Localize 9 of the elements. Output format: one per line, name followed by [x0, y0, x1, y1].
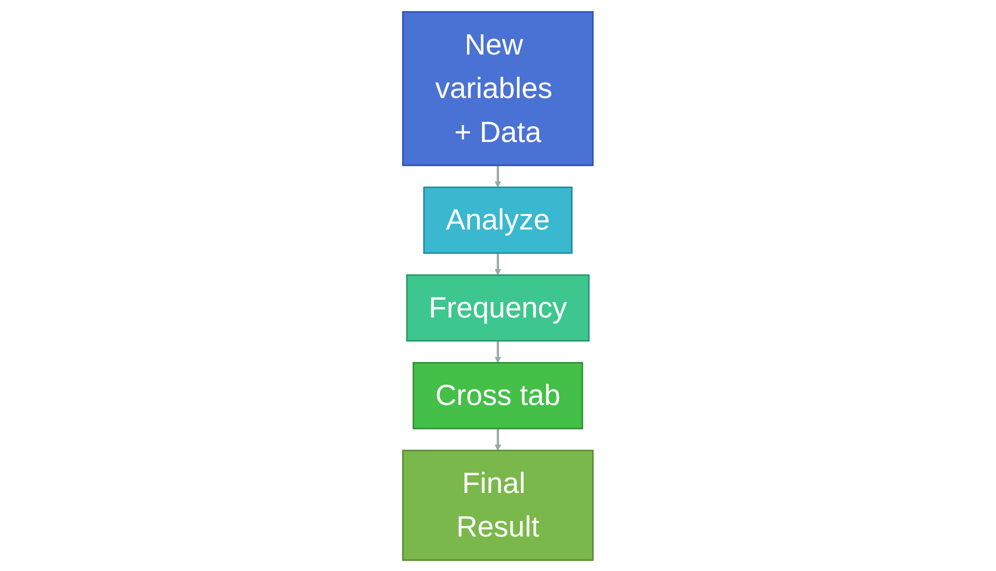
- node-box: Cross tab: [412, 362, 584, 429]
- node-box: New variables + Data: [402, 10, 594, 166]
- node-box: Analyze: [423, 186, 573, 254]
- arrow: [494, 252, 502, 275]
- arrow: [494, 340, 502, 363]
- node-box: Final Result: [402, 449, 594, 560]
- node-box: Frequency: [406, 274, 590, 342]
- arrow: [494, 428, 502, 450]
- arrow: [494, 164, 502, 188]
